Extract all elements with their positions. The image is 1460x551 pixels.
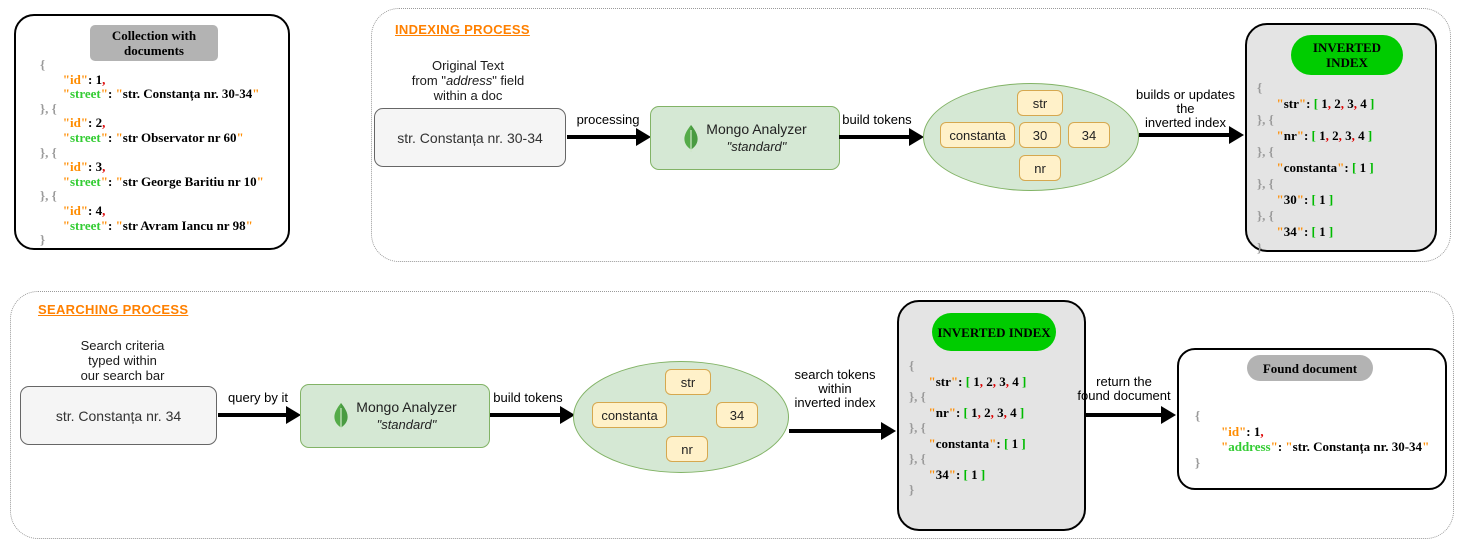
found-document-box: Found document { "id": 1, "address": "st… xyxy=(1177,348,1447,490)
searching-analyzer-label: Mongo Analyzer "standard" xyxy=(356,399,456,433)
found-document-badge: Found document xyxy=(1247,355,1373,381)
build-tokens-arrow-label-indexing: build tokens xyxy=(842,112,912,127)
indexing-source-text: str. Constanța nr. 30-34 xyxy=(397,129,543,146)
token-chip-nr: nr xyxy=(666,436,708,462)
token-chip-constanta: constanta xyxy=(940,122,1015,148)
indexing-process-container xyxy=(371,8,1451,262)
token-chip-34: 34 xyxy=(716,402,758,428)
token-chip-nr: nr xyxy=(1019,155,1061,181)
mongodb-leaf-icon xyxy=(683,124,699,152)
processing-arrow xyxy=(567,128,651,146)
token-chip-34: 34 xyxy=(1068,122,1110,148)
token-chip-30: 30 xyxy=(1019,122,1061,148)
indexing-analyzer-label: Mongo Analyzer "standard" xyxy=(706,121,806,155)
processing-arrow-label: processing xyxy=(576,112,640,127)
token-chip-str: str xyxy=(665,369,711,395)
collection-json-code: { "id": 1, "street": "str. Constanța nr.… xyxy=(40,57,264,248)
searching-process-title: SEARCHING PROCESS xyxy=(38,302,189,317)
searching-process-container xyxy=(10,291,1454,539)
build-tokens-arrow-indexing xyxy=(839,128,924,146)
searching-mongo-analyzer-box: Mongo Analyzer "standard" xyxy=(300,384,490,448)
searching-source-box: str. Constanța nr. 34 xyxy=(20,386,217,445)
analyzer-name: Mongo Analyzer xyxy=(356,399,457,415)
collection-documents-box: Collection with documents { "id": 1, "st… xyxy=(14,14,290,250)
analyzer-name: Mongo Analyzer xyxy=(706,121,807,137)
return-found-arrow xyxy=(1084,406,1176,424)
build-tokens-arrow-label-searching: build tokens xyxy=(493,390,563,405)
mongodb-leaf-icon xyxy=(333,402,349,430)
builds-updates-arrow xyxy=(1139,126,1244,144)
found-document-code: { "id": 1, "address": "str. Constanța nr… xyxy=(1195,408,1430,470)
inverted-index-badge-indexing: INVERTED INDEX xyxy=(1291,35,1403,75)
inverted-index-code-searching: { "str": [ 1, 2, 3, 4 ]}, { "nr": [ 1, 2… xyxy=(909,358,1027,497)
query-arrow-label: query by it xyxy=(228,390,288,405)
indexing-mongo-analyzer-box: Mongo Analyzer "standard" xyxy=(650,106,840,170)
indexing-inverted-index-box: INVERTED INDEX { "str": [ 1, 2, 3, 4 ]},… xyxy=(1245,23,1437,255)
collection-header-badge: Collection with documents xyxy=(90,25,218,61)
analyzer-mode: "standard" xyxy=(726,139,787,154)
searching-inverted-index-box: INVERTED INDEX { "str": [ 1, 2, 3, 4 ]},… xyxy=(897,300,1086,531)
inverted-index-code-indexing: { "str": [ 1, 2, 3, 4 ]}, { "nr": [ 1, 2… xyxy=(1257,80,1375,255)
token-chip-constanta: constanta xyxy=(592,402,667,428)
query-arrow xyxy=(218,406,301,424)
searching-source-text: str. Constanța nr. 34 xyxy=(55,407,182,424)
token-chip-str: str xyxy=(1017,90,1063,116)
build-tokens-arrow-searching xyxy=(490,406,575,424)
indexing-process-title: INDEXING PROCESS xyxy=(395,22,530,37)
analyzer-mode: "standard" xyxy=(376,417,437,432)
inverted-index-badge-searching: INVERTED INDEX xyxy=(932,313,1056,351)
search-tokens-arrow xyxy=(789,422,896,440)
indexing-source-box: str. Constanța nr. 30-34 xyxy=(374,108,566,167)
